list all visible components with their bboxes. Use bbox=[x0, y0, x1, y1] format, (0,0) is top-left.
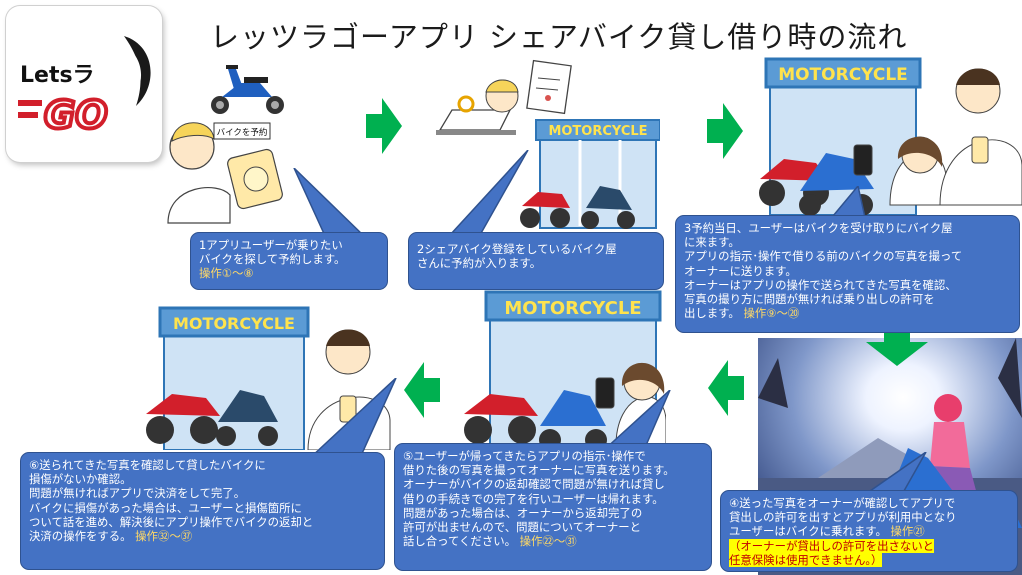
arrow-right-icon bbox=[707, 103, 743, 159]
step-5-line: 話し合ってください。 bbox=[403, 534, 516, 549]
step-5-line: ⑤ユーザーが帰ってきたらアプリの指示･操作で bbox=[403, 449, 646, 463]
step-3-line: 写真の撮り方に問題が無ければ乗り出しの許可を bbox=[684, 292, 935, 307]
document-icon bbox=[526, 59, 572, 115]
arrow-left-icon bbox=[708, 360, 744, 416]
step-1-op: 操作①～⑧ bbox=[199, 266, 254, 281]
step-3-line: に来ます。 bbox=[684, 235, 740, 250]
scene-pickup: MOTORCYCLE bbox=[759, 57, 1022, 215]
red-motorcycle-icon bbox=[146, 394, 220, 444]
step-5-line: 借りの手続きでの完了を行いユーザーは帰れます。 bbox=[403, 491, 664, 506]
step-3-bubble: 3予約当日、ユーザーはバイクを受け取りにバイク屋 に来ます。 アプリの指示･操作… bbox=[675, 215, 1020, 333]
step-4-line-last: ユーザーはバイクに乗れます。 操作㉑ bbox=[729, 524, 1009, 538]
phone-caption: バイクを予約 bbox=[217, 127, 268, 138]
shop-owner-icon bbox=[485, 79, 519, 113]
step-4-op: 操作㉑ bbox=[890, 524, 925, 539]
step-2-bubble: 2シェアバイク登録をしているバイク屋 さんに予約が入ります。 bbox=[408, 232, 664, 290]
arrow-left-icon bbox=[404, 362, 440, 418]
step-4-line: 貸出しの許可を出すとアプリが利用中となり bbox=[729, 510, 957, 525]
shop-sign-text: MOTORCYCLE bbox=[548, 124, 647, 139]
step-5-line: 問題があった場合は、オーナーから返却完了の bbox=[403, 505, 643, 520]
step-6-line: ついて話を進め、解決後にアプリ操作でバイクの返却と bbox=[29, 514, 314, 529]
camera-phone-icon bbox=[853, 144, 873, 176]
step-6-line: 損傷がないか確認。 bbox=[29, 472, 132, 487]
step-4-note-row: （オーナーが貸出しの許可を出さないと bbox=[729, 538, 1009, 553]
scene-shop-receive: MOTORCYCLE bbox=[436, 59, 660, 229]
step-5-line: 許可が出ませんので、問題についてオーナーと bbox=[403, 520, 642, 535]
step-1-bubble: 1アプリユーザーが乗りたい バイクを探して予約します。 操作①～⑧ bbox=[190, 232, 388, 290]
bubble-tail bbox=[293, 168, 368, 238]
owner-person-icon bbox=[939, 68, 1022, 206]
camera-phone-icon bbox=[595, 377, 615, 409]
step-5-line-last: 話し合ってください。 操作㉒～㉛ bbox=[403, 534, 703, 548]
step-4-note: （オーナーが貸出しの許可を出さないと bbox=[729, 538, 935, 553]
step-3-line: アプリの指示･操作で借りる前のバイクの写真を撮って bbox=[684, 249, 963, 264]
step-6-line-last: 決済の操作をする。 操作㉜～㊲ bbox=[29, 529, 376, 543]
bubble-tail bbox=[827, 186, 867, 222]
step-2-line: 2シェアバイク登録をしているバイク屋 bbox=[417, 242, 617, 256]
bubble-tail bbox=[308, 378, 397, 458]
lets-go-logo: Letsラ GO bbox=[6, 6, 162, 162]
blue-scooter-icon bbox=[216, 390, 278, 446]
step-6-line: 決済の操作をする。 bbox=[29, 529, 132, 544]
woman-with-phone-icon bbox=[853, 136, 949, 206]
step-4-note-row: 任意保険は使用できません。） bbox=[729, 552, 1009, 567]
arrow-right-icon bbox=[366, 98, 402, 154]
smartphone-icon bbox=[971, 136, 989, 164]
step-6-op: 操作㉜～㊲ bbox=[135, 529, 193, 544]
step-5-line: オーナーがバイクの返却確認で問題が無ければ貸し bbox=[403, 477, 665, 492]
step-4-bubble: ④送った写真をオーナーが確認してアプリで 貸出しの許可を出すとアプリが利用中とな… bbox=[720, 490, 1018, 572]
step-3-line: 3予約当日、ユーザーはバイクを受け取りにバイク屋 bbox=[684, 221, 953, 235]
step-3-line-last: 出します。 操作⑨～⑳ bbox=[684, 306, 1011, 320]
gear-icon bbox=[457, 95, 475, 113]
step-5-line: 借りた後の写真を撮ってオーナーに写真を送ります。 bbox=[403, 463, 675, 478]
logo-mark: GO bbox=[44, 93, 108, 137]
logo-graphic: Letsラ GO bbox=[18, 36, 151, 139]
step-1-line: 1アプリユーザーが乗りたい bbox=[199, 238, 343, 252]
step-3-line: オーナーはアプリの操作で送られてきた写真を確認、 bbox=[684, 277, 957, 292]
red-motorcycle-icon bbox=[520, 192, 570, 228]
step-6-bubble: ⑥送られてきた写真を確認して貸したバイクに 損傷がないか確認。 問題が無ければア… bbox=[20, 452, 385, 570]
step-6-line: 問題が無ければアプリで決済をして完了。 bbox=[29, 486, 246, 501]
step-1-line: バイクを探して予約します。 bbox=[199, 252, 346, 267]
shop-sign-text: MOTORCYCLE bbox=[504, 298, 641, 319]
step-6-line: ⑥送られてきた写真を確認して貸したバイクに bbox=[29, 458, 266, 472]
step-3-op: 操作⑨～⑳ bbox=[743, 306, 800, 321]
step-5-bubble: ⑤ユーザーが帰ってきたらアプリの指示･操作で 借りた後の写真を撮ってオーナーに写… bbox=[394, 443, 712, 571]
scooter-icon bbox=[211, 65, 284, 114]
step-2-line: さんに予約が入ります。 bbox=[417, 256, 542, 271]
step-5-op: 操作㉒～㉛ bbox=[519, 534, 577, 549]
bubble-tail bbox=[602, 390, 671, 450]
smartphone-icon bbox=[227, 148, 283, 210]
scene-user-reserve: バイクを予約 bbox=[167, 65, 284, 224]
bubble-tail bbox=[858, 452, 927, 498]
shop-sign-text: MOTORCYCLE bbox=[778, 65, 908, 85]
red-motorcycle-icon bbox=[464, 394, 538, 444]
logo-text: Letsラ bbox=[20, 63, 95, 88]
step-4-line: ④送った写真をオーナーが確認してアプリで bbox=[729, 496, 956, 510]
page-title: レッツラゴーアプリ シェアバイク貸し借り時の流れ bbox=[210, 20, 908, 54]
step-3-line: 出します。 bbox=[684, 306, 740, 321]
step-4-line: ユーザーはバイクに乗れます。 bbox=[729, 524, 887, 539]
step-4-note: 任意保険は使用できません。） bbox=[729, 552, 883, 567]
scene-return: MOTORCYCLE bbox=[464, 290, 666, 450]
bubble-tail bbox=[448, 150, 529, 235]
scene-settlement: MOTORCYCLE bbox=[146, 306, 391, 450]
blue-scooter-icon bbox=[581, 186, 635, 229]
arrow-down-icon bbox=[866, 324, 928, 366]
step-6-line: バイクに損傷があった場合は、ユーザーと損傷箇所に bbox=[29, 500, 302, 515]
user-person-icon bbox=[167, 122, 231, 224]
step-3-line: オーナーに送ります。 bbox=[684, 263, 797, 278]
shop-sign-text: MOTORCYCLE bbox=[173, 314, 295, 333]
